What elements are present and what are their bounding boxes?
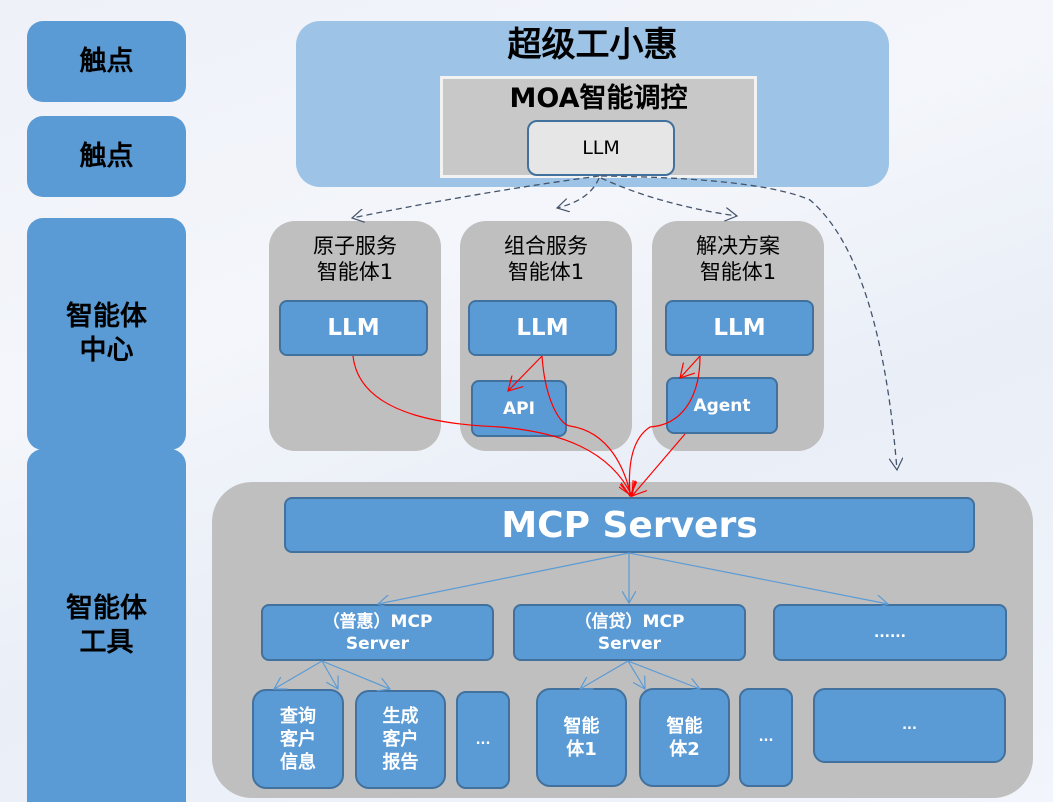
tool-agent-2: 智能体2 — [639, 688, 730, 787]
agent-card-solution: 解决方案智能体1 LLM Agent — [652, 221, 824, 451]
tool-agent-1: 智能体1 — [536, 688, 627, 787]
super-assistant-panel: 超级工小惠 MOA智能调控 LLM — [296, 21, 889, 187]
agent-llm-box: LLM — [665, 300, 814, 356]
moa-control-title: MOA智能调控 — [509, 83, 688, 114]
super-assistant-title: 超级工小惠 — [507, 25, 678, 65]
moa-llm-box: LLM — [527, 120, 675, 176]
side-label-touchpoint-1: 触点 — [27, 21, 186, 102]
agent-llm-label: LLM — [516, 315, 569, 341]
tool-more-1: ... — [456, 691, 510, 789]
side-label-touchpoint-2: 触点 — [27, 116, 186, 197]
tool-query-customer-info: 查询客户信息 — [252, 689, 344, 789]
agent-card-atomic: 原子服务智能体1 LLM — [269, 221, 441, 451]
tool-generate-customer-report: 生成客户报告 — [355, 690, 446, 789]
moa-control-box: MOA智能调控 LLM — [440, 76, 757, 178]
agent-llm-label: LLM — [327, 315, 380, 341]
side-label-text: 触点 — [79, 140, 134, 172]
side-label-line: 中心 — [79, 335, 134, 366]
side-label-agent-tools: 智能体工具 — [27, 449, 186, 802]
agent-card-composite: 组合服务智能体1 LLM API — [460, 221, 632, 451]
side-label-line: 工具 — [79, 626, 134, 658]
side-label-line: 智能体 — [66, 301, 147, 332]
side-label-text: 触点 — [79, 45, 134, 77]
side-label-agent-center: 智能体中心 — [27, 218, 186, 450]
side-label-line: 智能体 — [66, 592, 147, 624]
tool-more-2: ... — [739, 688, 793, 787]
agent-llm-label: LLM — [713, 315, 766, 341]
mcp-server-more: ...... — [773, 604, 1007, 661]
mcp-servers-bar: MCP Servers — [284, 497, 975, 553]
mcp-servers-title: MCP Servers — [501, 504, 758, 546]
agent-label: Agent — [693, 395, 751, 416]
api-label: API — [503, 398, 535, 419]
agent-llm-box: LLM — [468, 300, 617, 356]
moa-llm-label: LLM — [582, 137, 620, 159]
agent-card-title: 原子服务智能体1 — [313, 234, 397, 284]
agent-llm-box: LLM — [279, 300, 428, 356]
api-box: API — [471, 380, 567, 437]
tool-more-3: ... — [813, 688, 1006, 763]
agent-box: Agent — [666, 377, 778, 434]
agent-card-title: 解决方案智能体1 — [696, 234, 780, 284]
agent-card-title: 组合服务智能体1 — [504, 234, 588, 284]
